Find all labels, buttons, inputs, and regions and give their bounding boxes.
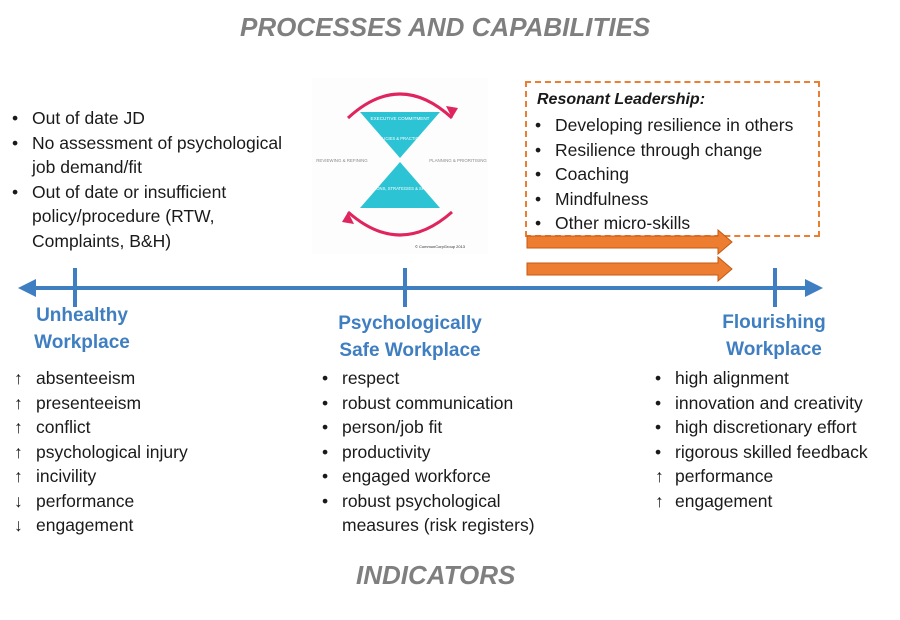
list-item: •Mindfulness (535, 188, 649, 209)
unhealthy-indicators-list: ↑absenteeism ↑presenteeism ↑conflict ↑ps… (14, 366, 274, 538)
indicators-title: INDICATORS (356, 560, 516, 590)
list-item: •robust psychological measures (risk reg… (322, 490, 535, 536)
list-item: ↑ engagement (655, 490, 773, 511)
cycle-top-label: EXECUTIVE COMMITMENT (371, 116, 430, 121)
list-item: •productivity (322, 441, 431, 462)
cycle-diagram-graphic: EXECUTIVE COMMITMENT POLICIES & PRACTICE… (316, 92, 487, 249)
list-item: •robust communication (322, 392, 514, 413)
list-item: •respect (322, 368, 400, 388)
flourishing-indicators-list: •high alignment •innovation and creativi… (655, 366, 895, 513)
list-item: •Resilience through change (535, 139, 763, 160)
safe-indicators-list: •respect •robust communication •person/j… (322, 366, 562, 538)
orange-arrow-lower (526, 255, 733, 283)
process-gaps-list: •Out of date JD •No assessment of psycho… (12, 106, 282, 253)
list-item: ↑performance (655, 466, 774, 486)
processes-title: PROCESSES AND CAPABILITIES (240, 12, 651, 42)
list-item: •Developing resilience in others (535, 115, 794, 135)
resonant-leadership-list: •Developing resilience in others •Resili… (535, 113, 820, 236)
list-item: •Other micro-skills (535, 213, 691, 233)
list-item: •innovation and creativity (655, 392, 863, 413)
list-item: •person/job fit (322, 417, 443, 437)
list-item: •rigorous skilled feedback (655, 441, 868, 462)
cycle-copyright: © CommunCorpGroup 2013 (415, 244, 466, 249)
cycle-right-label: PLANNING & PRIORITISING (429, 158, 487, 163)
list-item: ↓performance (14, 490, 135, 511)
list-item: •No assessment of psychological job dema… (12, 132, 282, 178)
list-item: ↑absenteeism (14, 368, 136, 388)
list-item: •high discretionary effort (655, 417, 857, 437)
list-item: ↑presenteeism (14, 392, 142, 413)
list-item: ↑conflict (14, 417, 91, 437)
resonant-leadership-box: Resonant Leadership: •Developing resilie… (525, 81, 820, 237)
list-item: ↓engagement (14, 515, 134, 535)
axis-graphic (18, 228, 823, 307)
list-item: •high alignment (655, 368, 789, 388)
list-item: ↑psychological injury (14, 441, 188, 462)
cycle-left-label: REVIEWING & REFINING (316, 158, 368, 163)
axis-arrowhead-right (805, 279, 823, 297)
list-item: ↑incivility (14, 466, 97, 486)
resonant-leadership-title: Resonant Leadership: (537, 91, 706, 108)
cycle-middle-label: POLICIES & PRACTICES (376, 136, 425, 141)
list-item: •engaged workforce (322, 466, 491, 486)
orange-arrow-upper (526, 228, 733, 256)
cycle-bottom-label: ACTIONS, STRATEGIES & SKILLS (367, 186, 434, 191)
cycle-diagram: EXECUTIVE COMMITMENT POLICIES & PRACTICE… (312, 78, 488, 254)
list-item: •Out of date or insufficient policy/proc… (12, 181, 227, 251)
list-item: •Coaching (535, 164, 629, 184)
list-item: •Out of date JD (12, 108, 145, 128)
axis-arrowhead-left (18, 279, 36, 297)
